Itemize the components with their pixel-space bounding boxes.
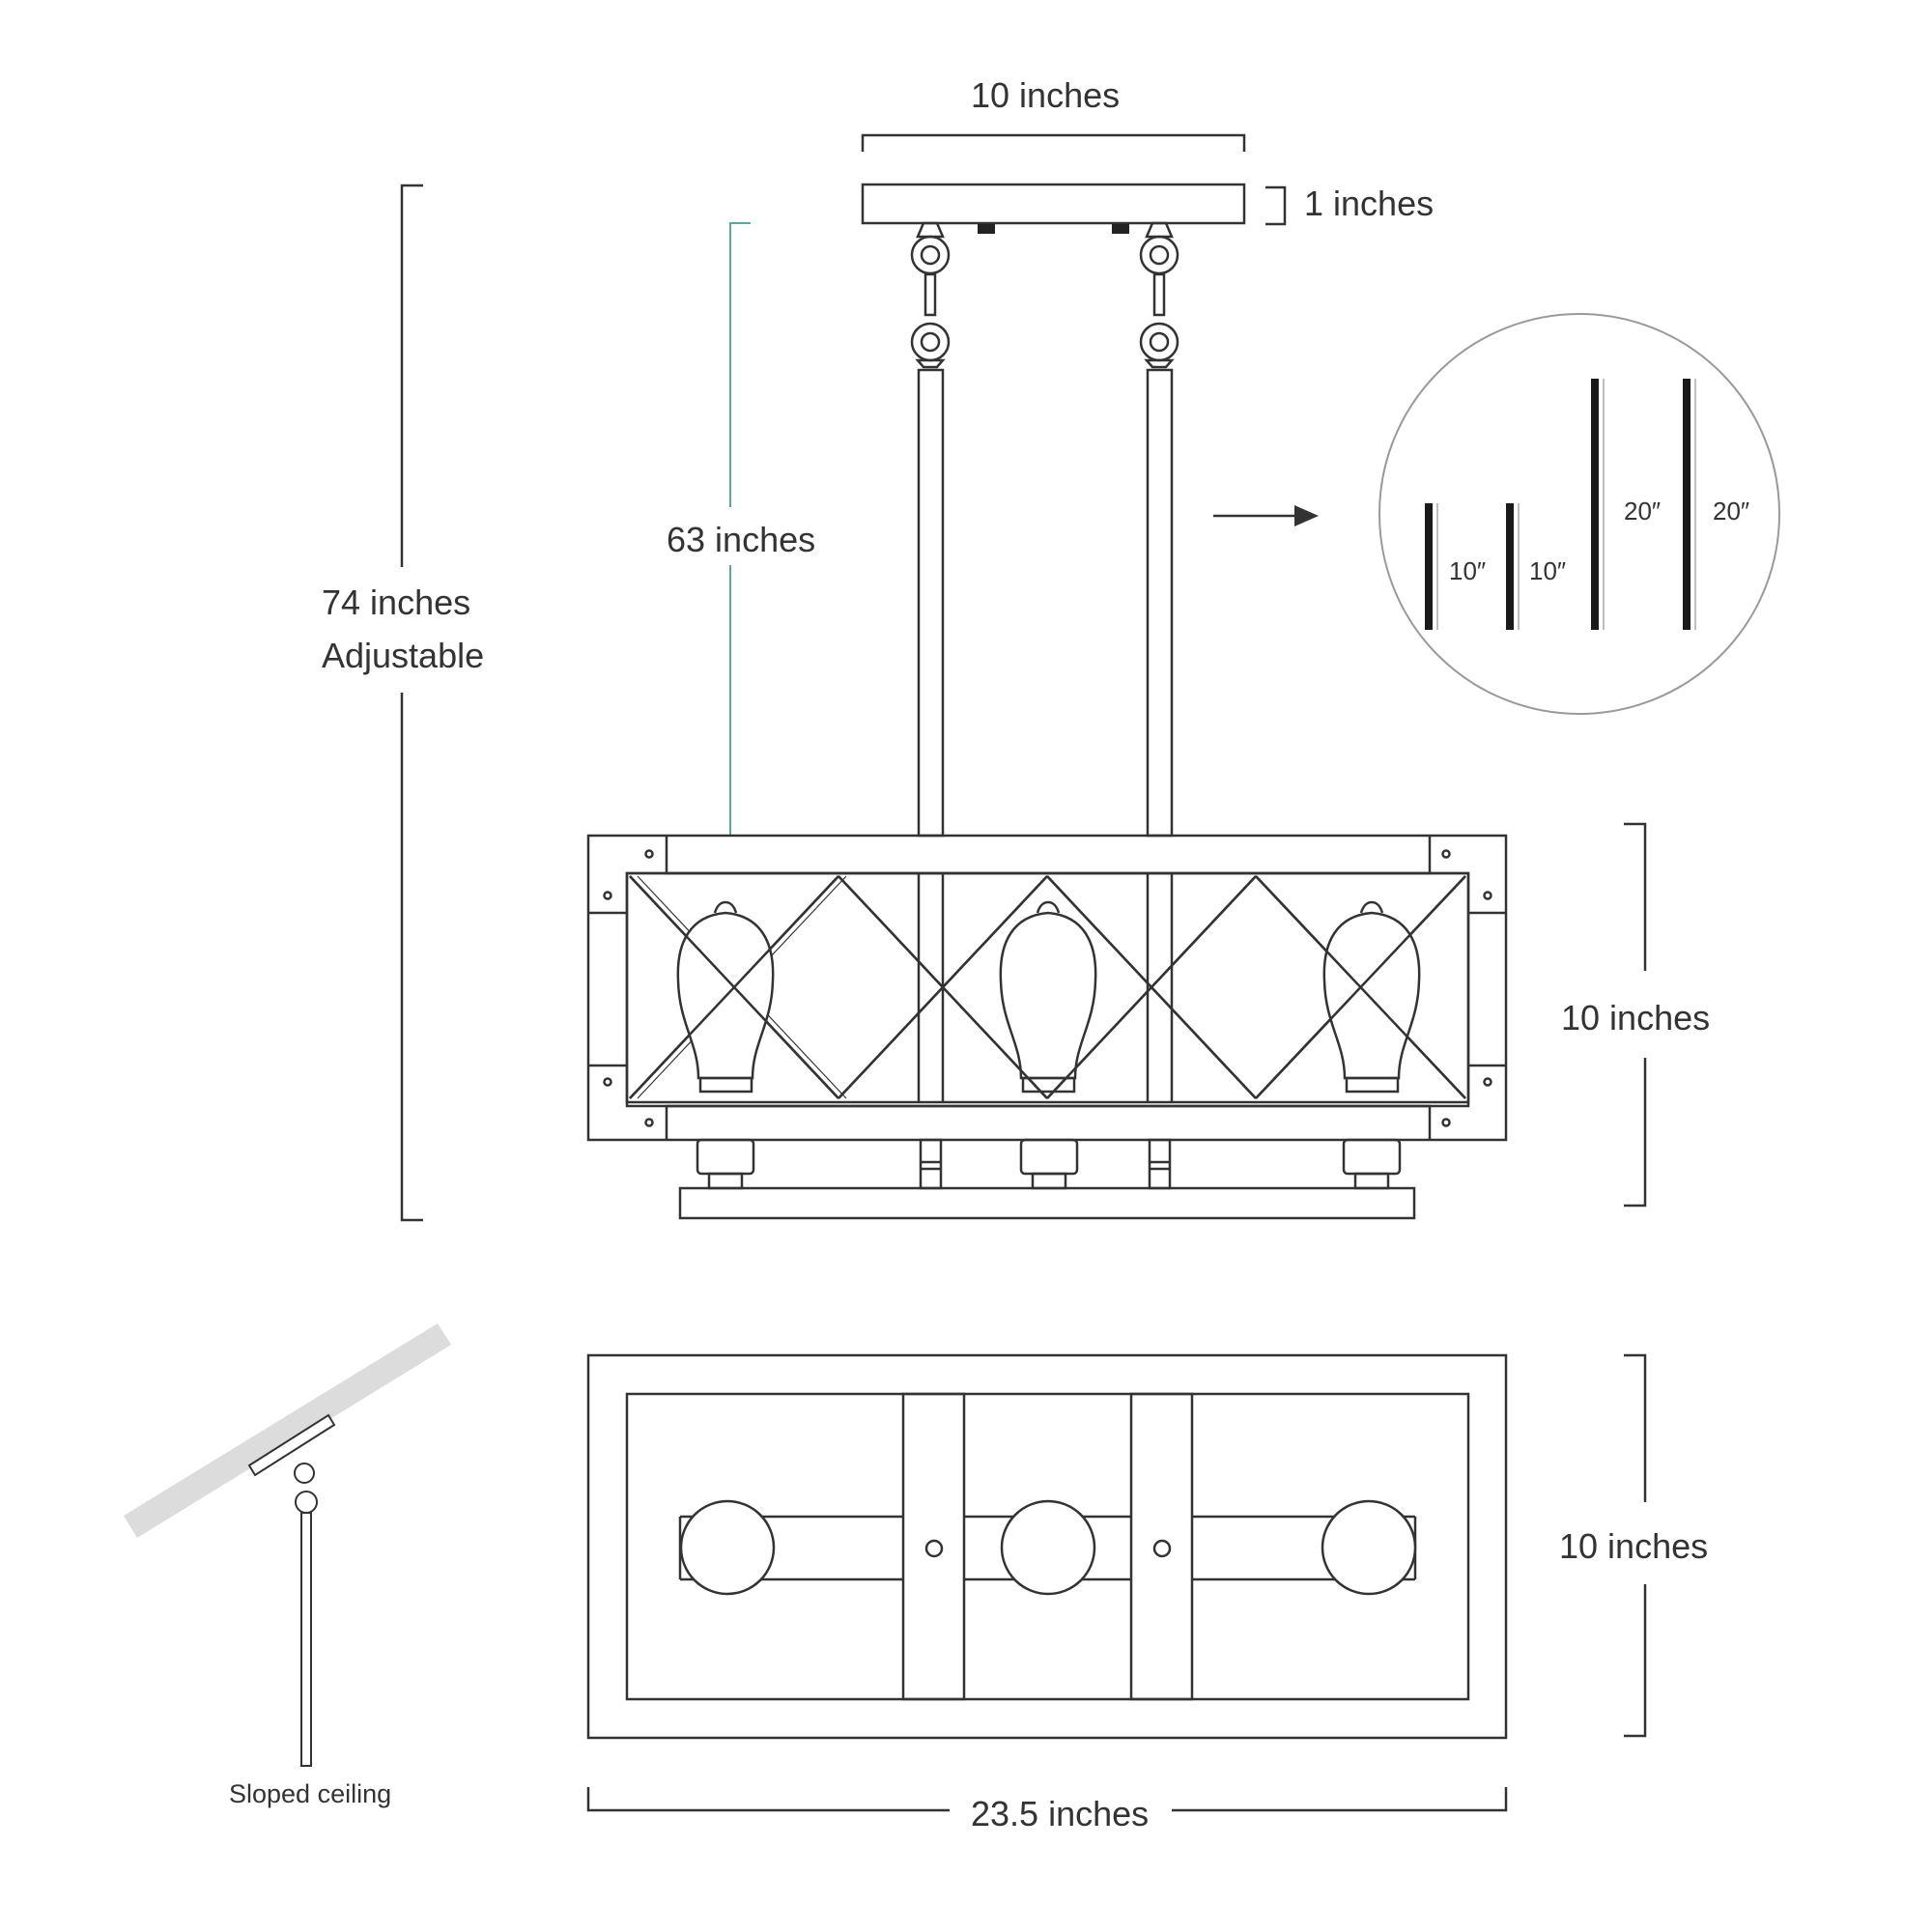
sockets <box>696 1138 1402 1190</box>
canopy-width-bracket <box>861 133 1246 152</box>
rod-10-b <box>1506 503 1514 630</box>
extension-rods-inset <box>1378 313 1780 715</box>
rod-10-b-label: 10″ <box>1529 556 1566 585</box>
rod-10-a <box>1425 503 1433 630</box>
depth-dimension <box>1624 1353 1647 1738</box>
canopy-screw-right <box>1112 224 1129 234</box>
length-label: 23.5 inches <box>971 1794 1150 1833</box>
rod-length-label: 63 inches <box>667 520 816 559</box>
fixture-bottom-view <box>586 1353 1508 1740</box>
right-chain <box>1139 221 1179 369</box>
rod-length-dimension <box>729 222 751 837</box>
length-dimension <box>586 1787 1508 1812</box>
canopy-plate <box>861 183 1246 225</box>
arrow-head <box>1294 505 1319 526</box>
body-height-label: 10 inches <box>1561 998 1711 1037</box>
canopy-screw-left <box>978 224 995 234</box>
bottom-bar <box>678 1186 1416 1220</box>
canopy-height-bracket <box>1265 185 1287 226</box>
bulb-center <box>999 900 1097 1094</box>
overall-height-note: Adjustable <box>322 636 485 675</box>
rod-20-b-label: 20″ <box>1713 497 1749 526</box>
rod-20-b <box>1683 379 1690 630</box>
overall-height-dimension <box>400 184 423 1222</box>
canopy-width-label: 10 inches <box>971 75 1121 115</box>
overall-height-label: 74 inches <box>322 582 471 622</box>
left-chain <box>910 221 951 369</box>
rod-20-a <box>1591 379 1599 630</box>
sloped-ceiling-illustration <box>124 1323 451 1767</box>
rod-10-a-label: 10″ <box>1449 556 1486 585</box>
depth-label: 10 inches <box>1559 1526 1709 1566</box>
sloped-ceiling-label: Sloped ceiling <box>229 1779 392 1808</box>
right-rod <box>1146 368 1174 838</box>
left-rod <box>917 368 945 838</box>
canopy-height-label: 1 inches <box>1304 184 1435 223</box>
rod-20-a-label: 20″ <box>1624 497 1661 526</box>
bulb-right <box>1322 900 1421 1094</box>
body-height-dimension <box>1624 822 1647 1208</box>
